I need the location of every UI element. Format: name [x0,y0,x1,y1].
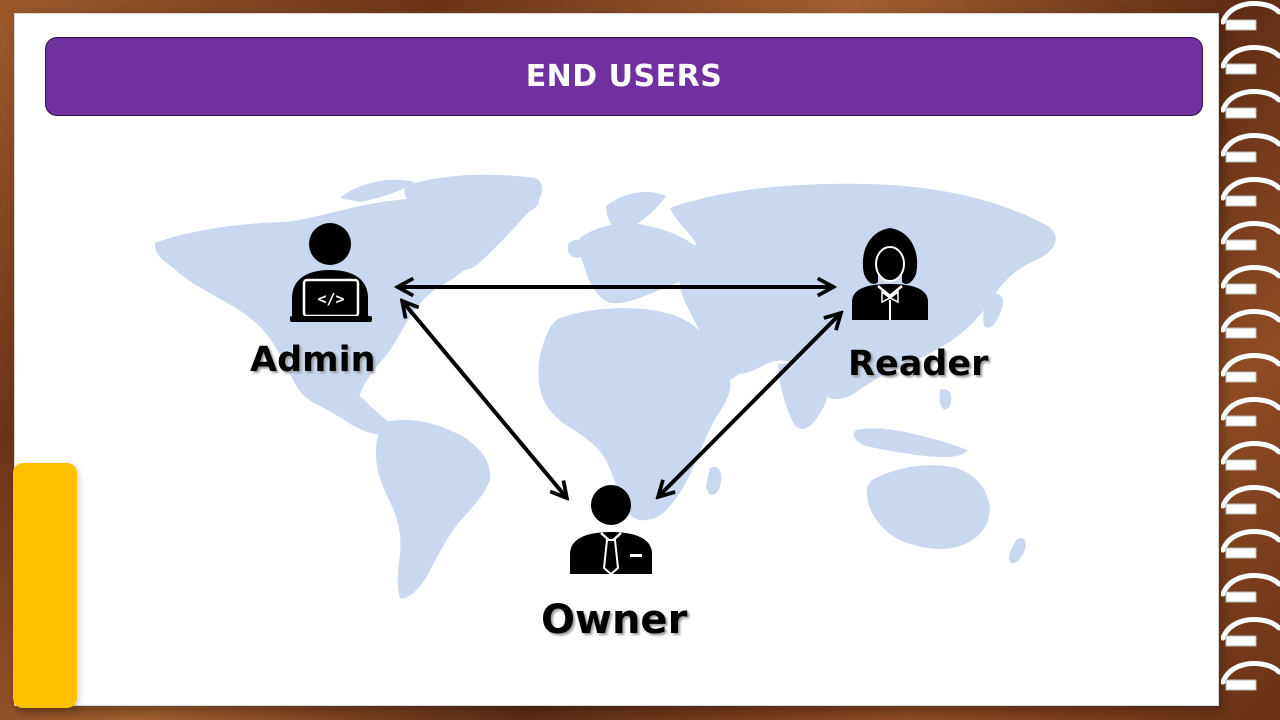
arrow-admin-owner [403,302,566,497]
australia-shape [866,465,990,549]
scandinavia-shape [606,191,666,231]
svg-text:</>: </> [317,290,344,308]
binding-rings [1221,1,1280,691]
greenland-shape [404,174,543,271]
arctic-islands-shape [340,179,415,202]
british-isles-shape [568,239,586,258]
philippines-shape [939,388,952,410]
businessman-icon [570,485,652,576]
japan-shape [983,293,1003,328]
arrow-reader-owner [659,314,840,496]
reader-label: Reader [848,344,989,384]
owner-label: Owner [541,597,688,643]
indonesia-shape [853,428,968,458]
yellow-side-tab [13,463,77,708]
admin-label: Admin [250,340,376,380]
title-banner: END USERS [45,37,1203,116]
slide-title: END USERS [525,59,723,94]
developer-laptop-icon: </> [290,223,372,322]
woman-user-icon [852,228,928,320]
baffin-shape [385,208,424,226]
new-zealand-shape [1008,537,1026,564]
spiral-binding [1221,0,1280,720]
